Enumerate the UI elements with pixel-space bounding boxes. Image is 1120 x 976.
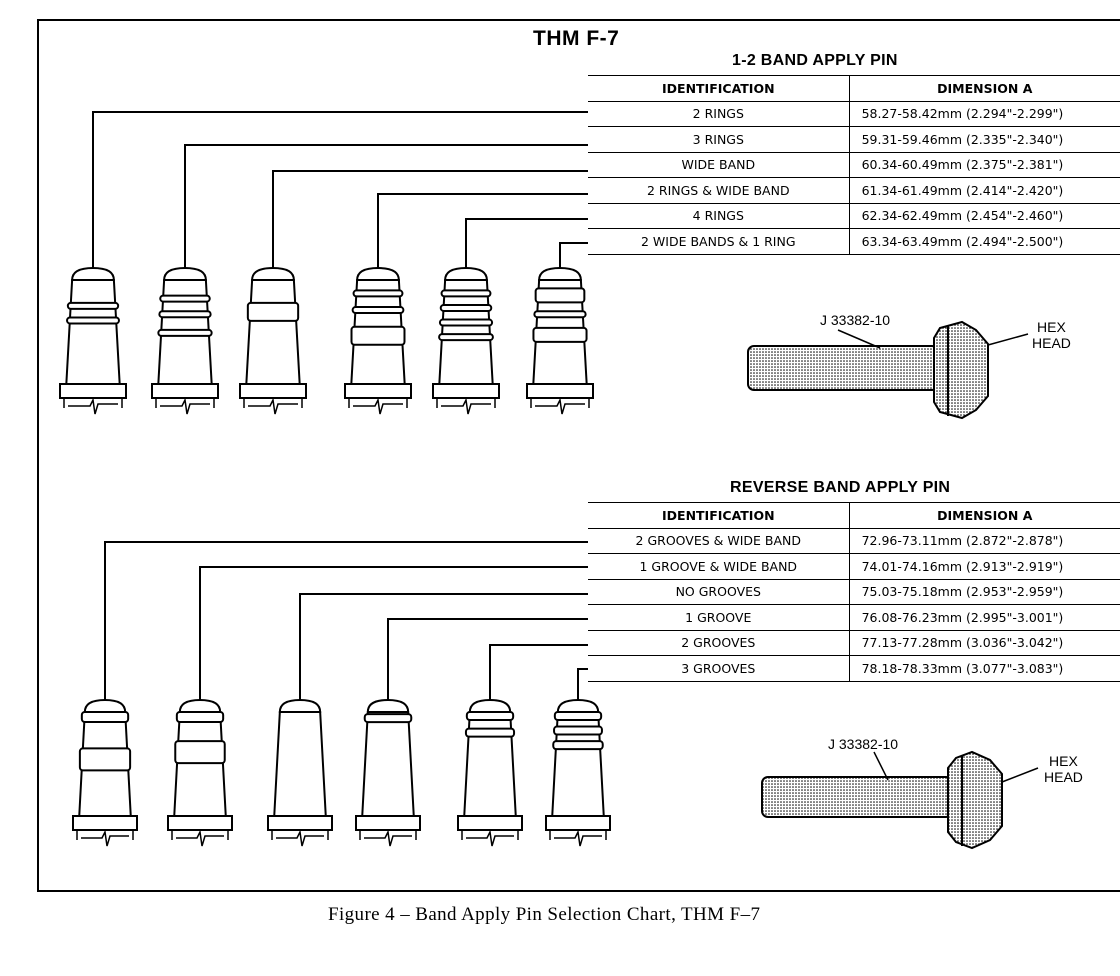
page-title: THM F-7	[533, 27, 620, 50]
table-reverse-band-apply-pin: IDENTIFICATION DIMENSION A 2 GROOVES & W…	[588, 502, 1120, 682]
identification-cell: 4 RINGS	[588, 202, 850, 229]
figure-caption: Figure 4 – Band Apply Pin Selection Char…	[328, 904, 761, 925]
tool-number-label: J 33382-10	[820, 312, 891, 328]
table-title-1-2-band: 1-2 BAND APPLY PIN	[732, 52, 898, 69]
dimension-cell: 75.03-75.18mm (2.953"-2.959")	[849, 578, 1120, 605]
leader-line	[377, 193, 590, 270]
band-apply-pin	[526, 266, 594, 415]
leader-line	[559, 242, 590, 270]
hex-head-tool-top	[747, 320, 1029, 420]
band-apply-pin	[432, 266, 500, 415]
dimension-cell: 62.34-62.49mm (2.454"-2.460")	[849, 202, 1120, 229]
identification-cell: 3 GROOVES	[588, 655, 850, 682]
band-apply-pin	[151, 266, 219, 415]
band-apply-pin	[239, 266, 307, 415]
band-apply-pins-1-2	[59, 111, 594, 415]
tool-number-label: J 33382-10	[828, 736, 899, 752]
column-header-identification: IDENTIFICATION	[588, 75, 850, 102]
leader-line	[299, 593, 590, 700]
leader-line	[184, 144, 590, 270]
dimension-cell: 77.13-77.28mm (3.036"-3.042")	[849, 629, 1120, 656]
identification-cell: 2 RINGS	[588, 100, 850, 127]
leader-line	[465, 218, 590, 270]
band-apply-pin	[59, 266, 127, 415]
reverse-band-apply-pin	[355, 698, 421, 847]
dimension-cell: 74.01-74.16mm (2.913"-2.919")	[849, 553, 1120, 580]
identification-cell: NO GROOVES	[588, 578, 850, 605]
hex-head-label-line1: HEX	[1037, 319, 1066, 335]
column-header-dimension: DIMENSION A	[849, 502, 1120, 529]
identification-cell: 3 RINGS	[588, 126, 850, 153]
hex-head-label-line2: HEAD	[1032, 335, 1071, 351]
dimension-cell: 63.34-63.49mm (2.494"-2.500")	[849, 228, 1120, 255]
hex-head-label-line1: HEX	[1049, 753, 1078, 769]
reverse-band-apply-pin	[267, 698, 333, 847]
hex-head-tool-bottom	[761, 750, 1039, 850]
column-header-identification: IDENTIFICATION	[588, 502, 850, 529]
leader-line	[92, 111, 590, 270]
identification-cell: 1 GROOVE & WIDE BAND	[588, 553, 850, 580]
identification-cell: 2 RINGS & WIDE BAND	[588, 177, 850, 204]
dimension-cell: 58.27-58.42mm (2.294"-2.299")	[849, 100, 1120, 127]
dimension-cell: 60.34-60.49mm (2.375"-2.381")	[849, 151, 1120, 178]
dimension-cell: 61.34-61.49mm (2.414"-2.420")	[849, 177, 1120, 204]
reverse-band-apply-pin	[72, 698, 138, 847]
leader-line	[387, 618, 590, 700]
dimension-cell: 59.31-59.46mm (2.335"-2.340")	[849, 126, 1120, 153]
hex-head-label: HEX HEAD	[1032, 319, 1071, 351]
identification-cell: 2 GROOVES	[588, 629, 850, 656]
identification-cell: 2 GROOVES & WIDE BAND	[588, 527, 850, 554]
dimension-cell: 72.96-73.11mm (2.872"-2.878")	[849, 527, 1120, 554]
hex-head-label-line2: HEAD	[1044, 769, 1083, 785]
band-apply-pin	[344, 266, 412, 415]
table-title-reverse-band: REVERSE BAND APPLY PIN	[730, 479, 951, 496]
figure-frame	[37, 19, 1120, 892]
leader-line	[104, 541, 590, 700]
reverse-band-apply-pin	[545, 698, 611, 847]
identification-cell: 2 WIDE BANDS & 1 RING	[588, 228, 850, 255]
column-header-dimension: DIMENSION A	[849, 75, 1120, 102]
dimension-cell: 76.08-76.23mm (2.995"-3.001")	[849, 604, 1120, 631]
leader-line	[489, 644, 590, 700]
reverse-band-apply-pins	[72, 541, 611, 847]
leader-line	[577, 668, 590, 700]
reverse-band-apply-pin	[457, 698, 523, 847]
table-header-row: IDENTIFICATION DIMENSION A	[588, 502, 1120, 529]
table-header-row: IDENTIFICATION DIMENSION A	[588, 75, 1120, 102]
dimension-cell: 78.18-78.33mm (3.077"-3.083")	[849, 655, 1120, 682]
identification-cell: 1 GROOVE	[588, 604, 850, 631]
hex-head-label: HEX HEAD	[1044, 753, 1083, 785]
reverse-band-apply-pin	[167, 698, 233, 847]
identification-cell: WIDE BAND	[588, 151, 850, 178]
leader-line	[199, 566, 590, 700]
leader-line	[272, 170, 590, 270]
